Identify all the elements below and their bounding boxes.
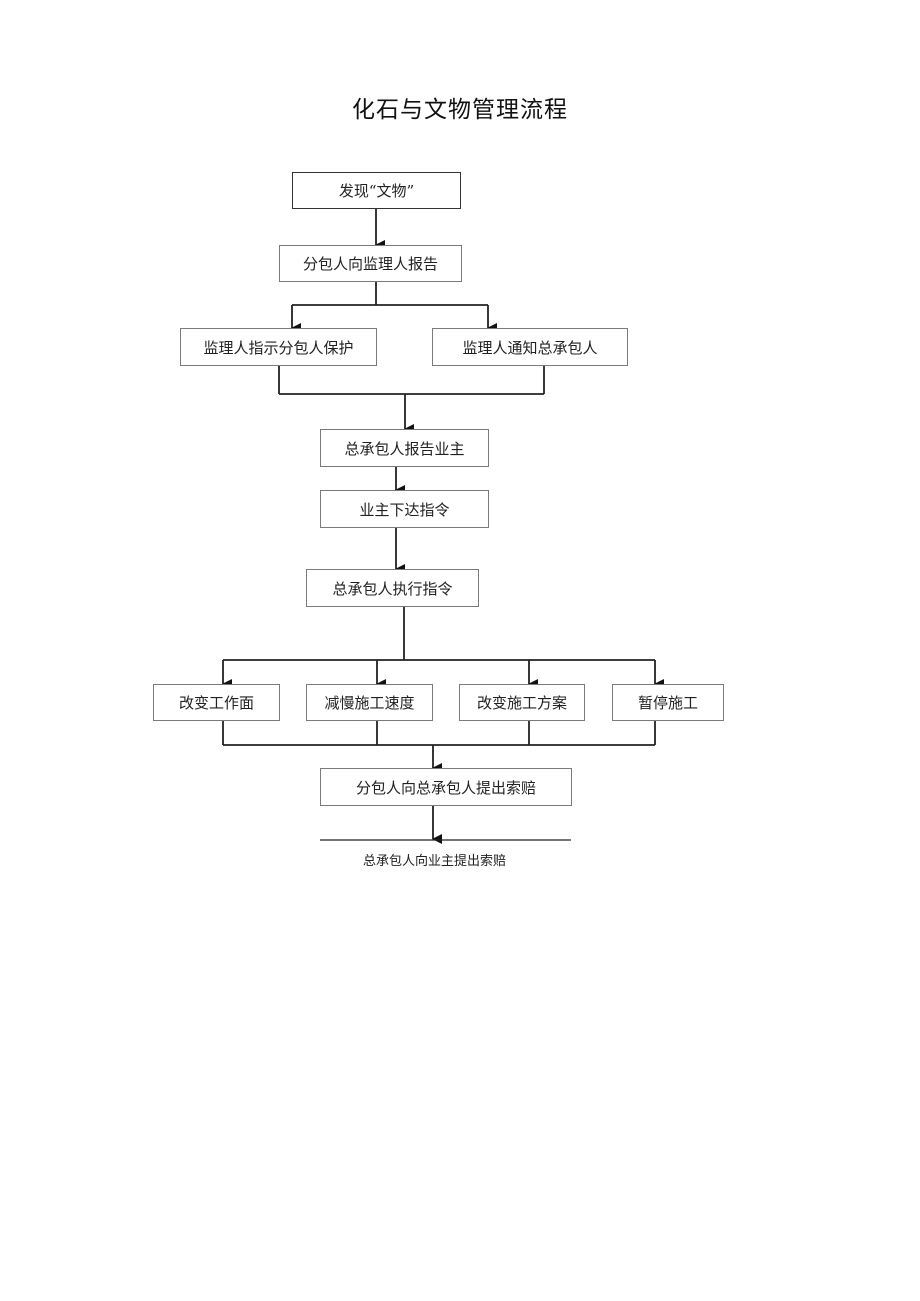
node-change-work-surface: 改变工作面 xyxy=(153,684,280,721)
node-slow-construction: 减慢施工速度 xyxy=(306,684,433,721)
node-pause-construction: 暂停施工 xyxy=(612,684,724,721)
node-subcontractor-claim: 分包人向总承包人提出索赔 xyxy=(320,768,572,806)
node-general-report-owner: 总承包人报告业主 xyxy=(320,429,489,467)
node-supervisor-instruct: 监理人指示分包人保护 xyxy=(180,328,377,366)
node-general-execute: 总承包人执行指令 xyxy=(306,569,479,607)
node-supervisor-notify: 监理人通知总承包人 xyxy=(432,328,628,366)
node-change-plan: 改变施工方案 xyxy=(459,684,585,721)
node-general-claim-owner: 总承包人向业主提出索赔 xyxy=(363,854,507,869)
node-subcontractor-report: 分包人向监理人报告 xyxy=(279,245,462,282)
page-title: 化石与文物管理流程 xyxy=(352,97,568,123)
node-discover: 发现“文物” xyxy=(292,172,461,209)
node-owner-issue-order: 业主下达指令 xyxy=(320,490,489,528)
